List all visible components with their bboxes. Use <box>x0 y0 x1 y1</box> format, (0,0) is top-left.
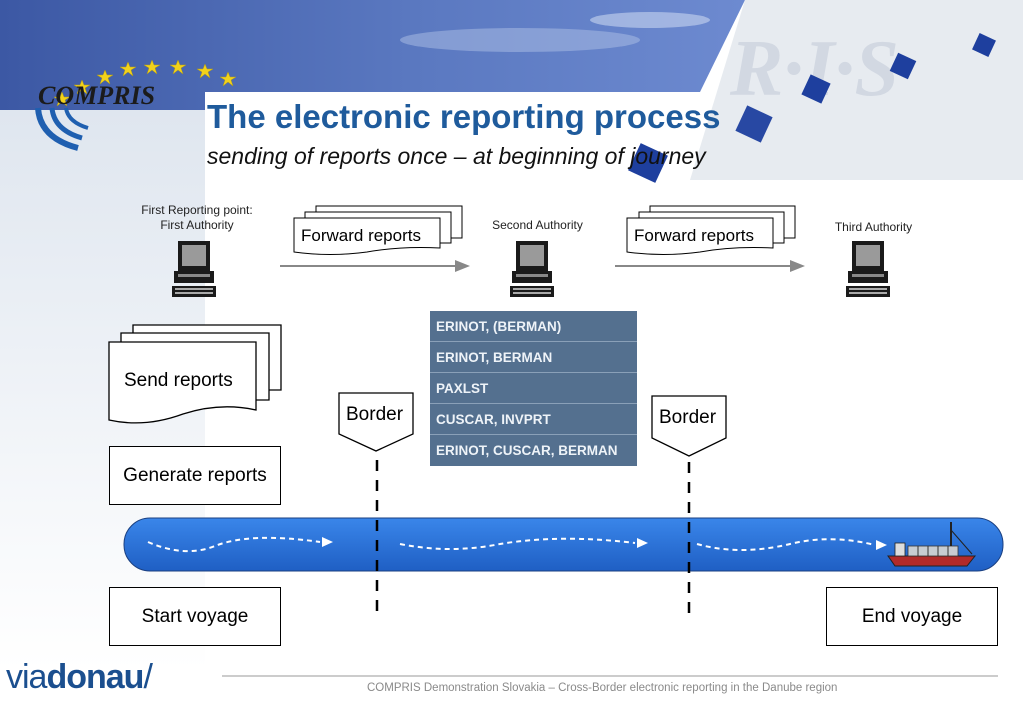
computer-icon-second <box>510 241 554 297</box>
flow-arrows <box>147 536 876 553</box>
forward-reports-label-right: Forward reports <box>634 226 754 245</box>
start-voyage-box: Start voyage <box>109 587 281 646</box>
end-voyage-box: End voyage <box>826 587 998 646</box>
message-row: CUSCAR, INVPRT <box>430 404 637 435</box>
viadonau-logo-bold: donau <box>46 658 144 696</box>
compris-stars <box>53 59 237 107</box>
start-voyage-label: Start voyage <box>141 605 249 627</box>
border-tag-right <box>651 395 727 457</box>
forward-doc-stack-right <box>626 205 796 255</box>
message-row: ERINOT, (BERMAN) <box>430 311 637 342</box>
computer-icon-third <box>846 241 890 297</box>
send-doc-stack <box>108 324 282 424</box>
third-authority-label: Third Authority <box>834 220 913 234</box>
border-tag-left <box>338 392 414 452</box>
ris-diamonds <box>628 33 996 183</box>
forward-doc-stack-left <box>293 205 463 255</box>
viadonau-logo-slash: / <box>143 658 153 696</box>
border-label-right: Border <box>659 407 717 428</box>
viadonau-logo-light: via <box>6 658 47 696</box>
forward-reports-label-left: Forward reports <box>301 226 421 245</box>
watermark-panel <box>690 0 1023 180</box>
border-label-left: Border <box>346 404 404 425</box>
header-band <box>0 0 745 110</box>
flow-arrowheads <box>322 537 887 550</box>
page-subtitle: sending of reports once – at beginning o… <box>207 143 706 169</box>
forward-arrows <box>280 260 805 272</box>
send-reports-label: Send reports <box>124 370 233 391</box>
footer-text: COMPRIS Demonstration Slovakia – Cross-B… <box>367 682 838 694</box>
page-title: The electronic reporting process <box>207 98 721 135</box>
computer-icon-first <box>172 241 216 297</box>
border-lines <box>375 460 691 620</box>
compris-logo <box>35 107 89 151</box>
second-authority-label: Second Authority <box>492 218 583 232</box>
message-row: ERINOT, CUSCAR, BERMAN <box>430 435 637 466</box>
end-voyage-label: End voyage <box>861 605 963 627</box>
message-table: ERINOT, (BERMAN) ERINOT, BERMAN PAXLST C… <box>430 311 637 466</box>
first-authority-label: First Reporting point: First Authority <box>141 203 253 232</box>
message-row: ERINOT, BERMAN <box>430 342 637 373</box>
viadonau-logo: viadonau/ <box>6 658 153 697</box>
generate-reports-label: Generate reports <box>123 464 267 486</box>
generate-reports-box: Generate reports <box>109 446 281 505</box>
compris-logo-text: COMPRIS <box>38 81 155 110</box>
message-row: PAXLST <box>430 373 637 404</box>
ship-icon <box>887 522 977 567</box>
river <box>123 517 1004 572</box>
